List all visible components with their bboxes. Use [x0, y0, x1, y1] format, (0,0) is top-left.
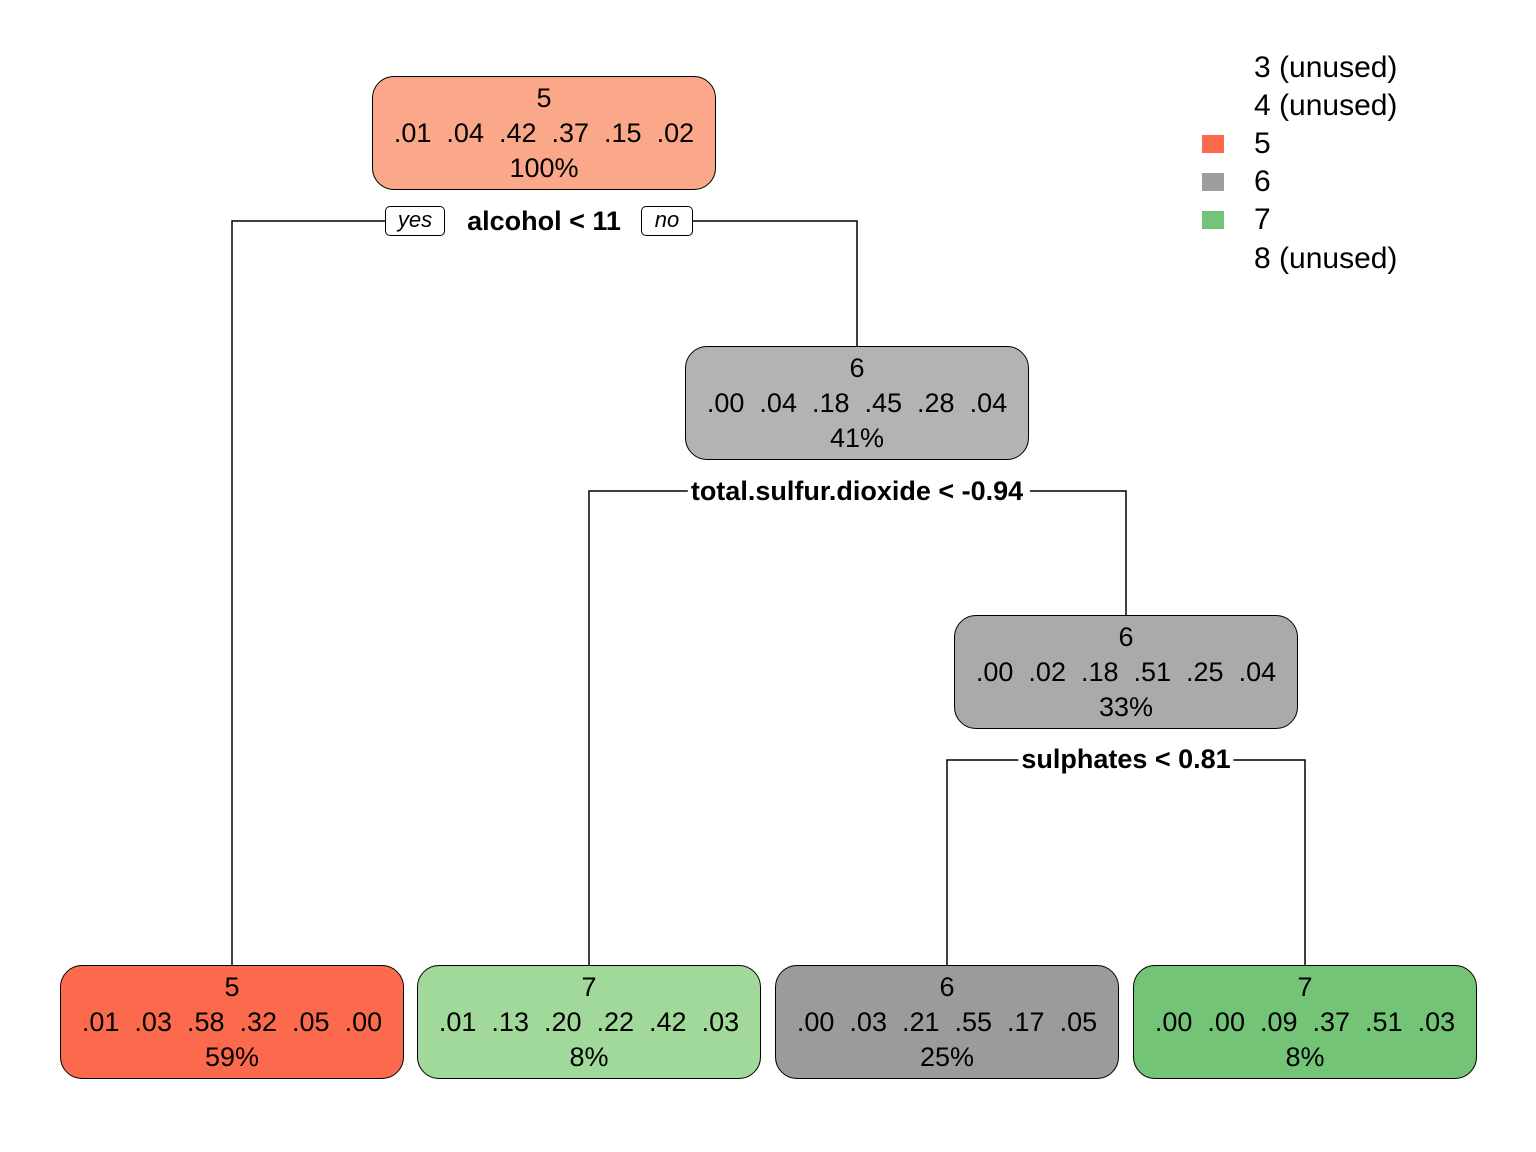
legend-item-6: 6 [1200, 163, 1460, 201]
node-probs: .01 .04 .42 .37 .15 .02 [393, 118, 695, 148]
legend-label: 3 (unused) [1254, 51, 1398, 84]
node-probs: .01 .03 .58 .32 .05 .00 [81, 1007, 383, 1037]
node-probs: .00 .04 .18 .45 .28 .04 [706, 388, 1008, 418]
edge-n3-left [946, 759, 1020, 965]
legend-swatch [1202, 173, 1224, 191]
legend-label: 7 [1254, 203, 1271, 236]
leaf-node-3: 6 .00 .03 .21 .55 .17 .05 25% [775, 965, 1119, 1079]
node-percent: 8% [569, 1042, 609, 1072]
node-probs: .00 .02 .18 .51 .25 .04 [975, 657, 1277, 687]
node-percent: 25% [919, 1042, 975, 1072]
edge-n3-right [1230, 759, 1306, 965]
legend-label: 6 [1254, 165, 1271, 198]
node-percent: 59% [204, 1042, 260, 1072]
legend-swatch [1202, 59, 1224, 77]
legend-label: 5 [1254, 127, 1271, 160]
legend-swatch [1202, 97, 1224, 115]
node-class: 6 [939, 972, 955, 1002]
legend-item-7: 7 [1200, 201, 1460, 239]
branch-tag-no: no [641, 206, 693, 236]
edge-n2-right [1030, 490, 1127, 615]
node-root: 5 .01 .04 .42 .37 .15 .02 100% [372, 76, 716, 190]
leaf-node-1: 5 .01 .03 .58 .32 .05 .00 59% [60, 965, 404, 1079]
legend-label: 4 (unused) [1254, 89, 1398, 122]
edge-root-yes [231, 220, 390, 965]
node-class: 7 [1297, 972, 1313, 1002]
legend-item-5: 5 [1200, 125, 1460, 163]
node-class: 5 [224, 972, 240, 1002]
node-class: 7 [581, 972, 597, 1002]
leaf-node-2: 7 .01 .13 .20 .22 .42 .03 8% [417, 965, 761, 1079]
node-percent: 8% [1285, 1042, 1325, 1072]
split-label-alcohol: alcohol < 11 [464, 206, 624, 236]
leaf-node-4: 7 .00 .00 .09 .37 .51 .03 8% [1133, 965, 1477, 1079]
node-percent: 100% [509, 153, 579, 183]
legend-item-4: 4 (unused) [1200, 87, 1460, 125]
node-class: 5 [536, 83, 552, 113]
edge-root-no [690, 220, 858, 346]
node-probs: .01 .13 .20 .22 .42 .03 [438, 1007, 740, 1037]
node-probs: .00 .00 .09 .37 .51 .03 [1154, 1007, 1456, 1037]
edge-n2-left [588, 490, 690, 965]
legend-item-8: 8 (unused) [1200, 240, 1460, 278]
node-probs: .00 .03 .21 .55 .17 .05 [796, 1007, 1098, 1037]
branch-tag-yes: yes [385, 206, 445, 236]
node-class: 6 [849, 353, 865, 383]
legend-swatch [1202, 250, 1224, 268]
legend-item-3: 3 (unused) [1200, 49, 1460, 87]
node-percent: 33% [1098, 692, 1154, 722]
legend-swatch [1202, 211, 1224, 229]
node-percent: 41% [829, 423, 885, 453]
node-sulfur-ge-threshold: 6 .00 .02 .18 .51 .25 .04 33% [954, 615, 1298, 729]
legend-swatch [1202, 135, 1224, 153]
split-label-sulphates: sulphates < 0.81 [1018, 744, 1234, 774]
node-alcohol-ge-11: 6 .00 .04 .18 .45 .28 .04 41% [685, 346, 1029, 460]
split-label-total-sulfur-dioxide: total.sulfur.dioxide < -0.94 [687, 476, 1027, 506]
legend-label: 8 (unused) [1254, 242, 1398, 275]
node-class: 6 [1118, 622, 1134, 652]
